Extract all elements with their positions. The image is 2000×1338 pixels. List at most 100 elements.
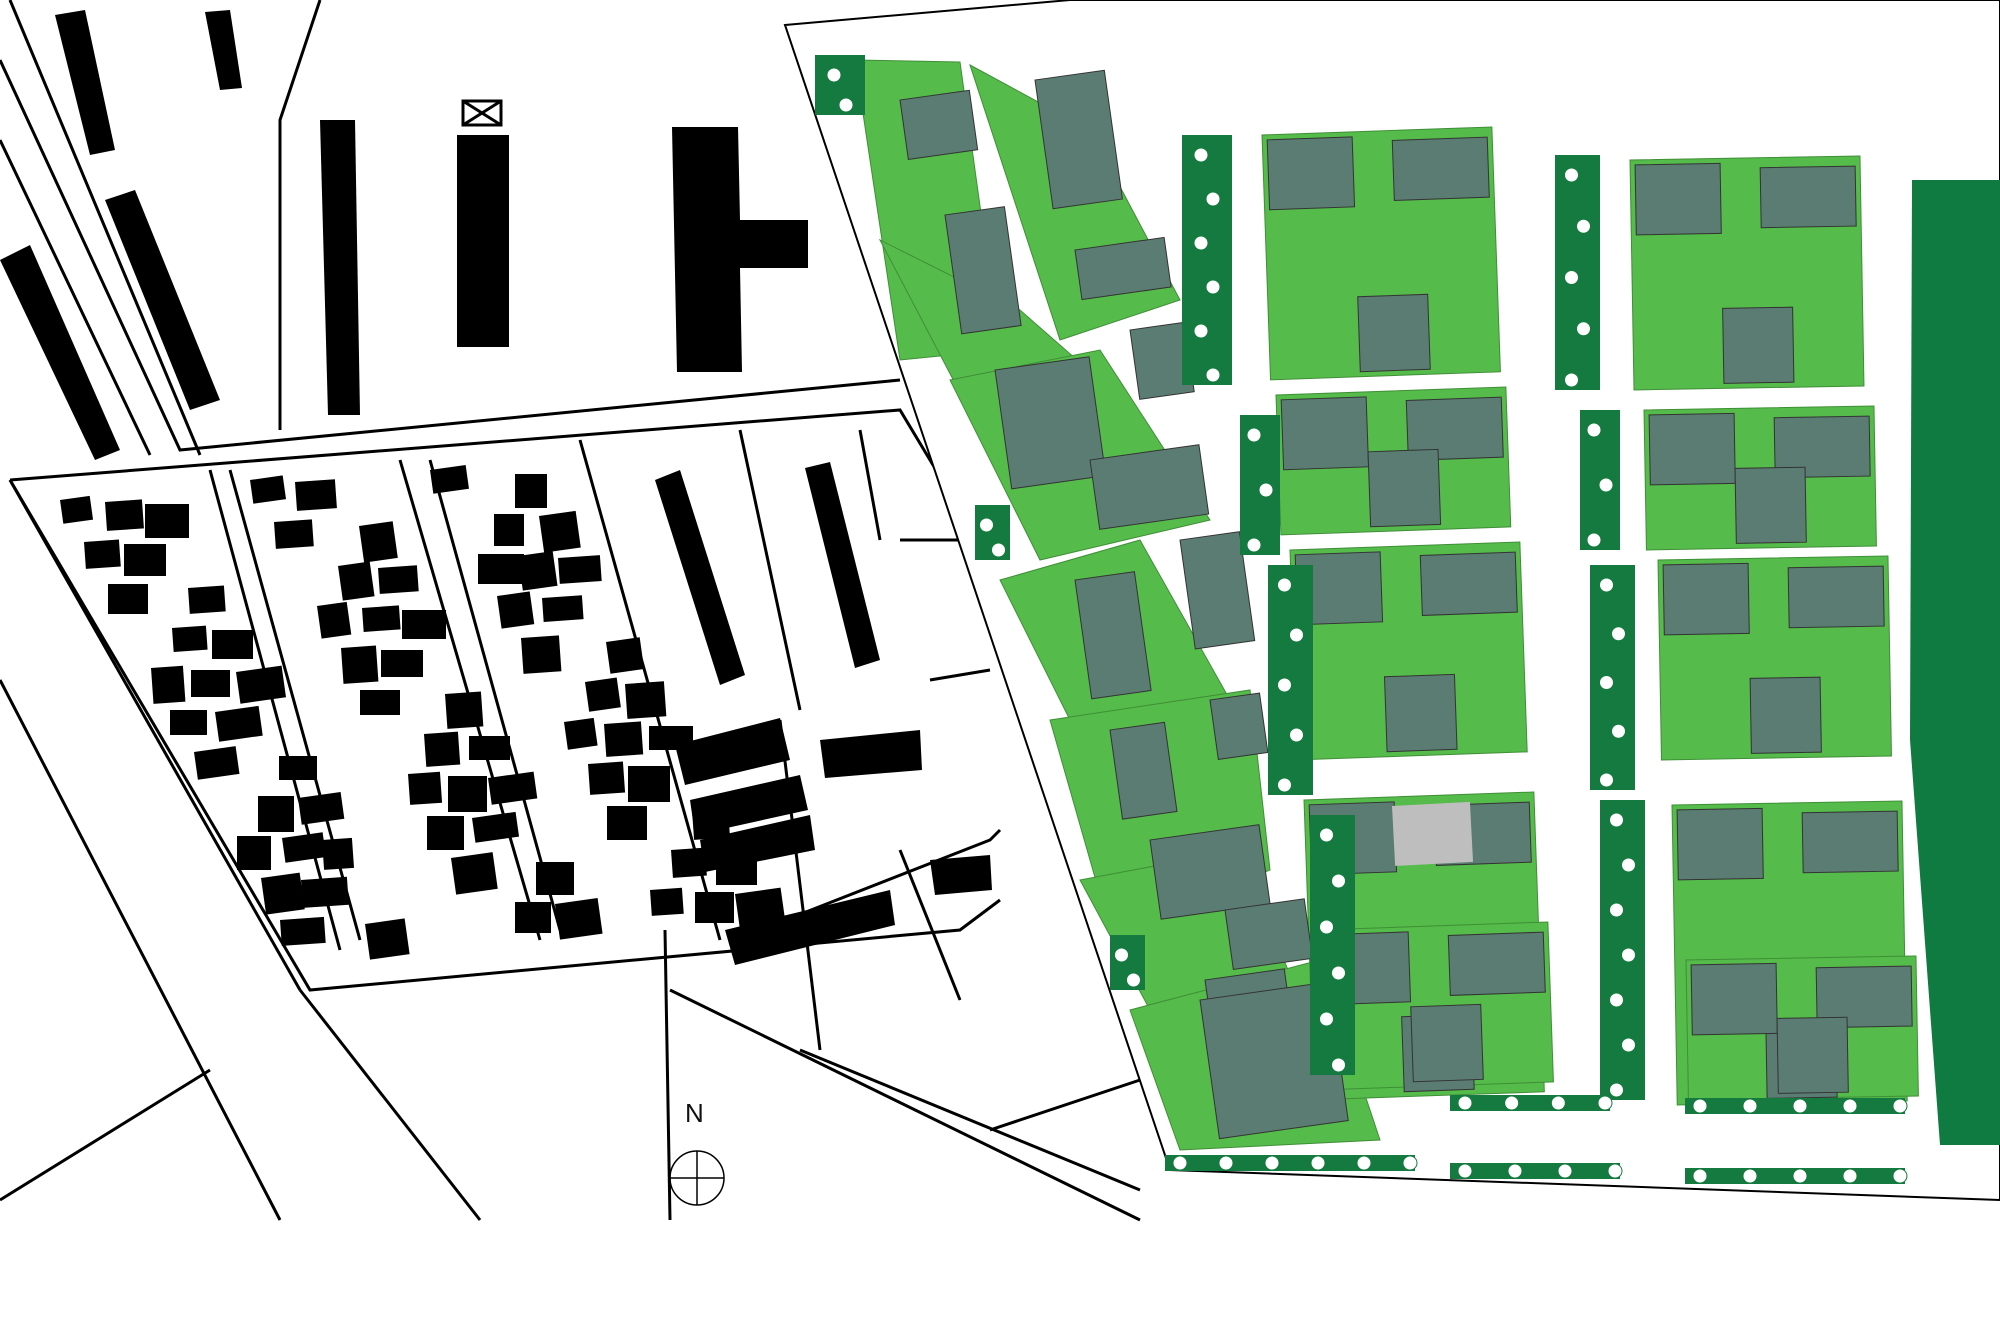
building — [1224, 898, 1314, 970]
building-block — [362, 605, 401, 632]
tree-icon — [1792, 1168, 1808, 1184]
tree-icon — [1205, 279, 1221, 295]
tree-icon — [1609, 992, 1624, 1008]
building-block — [564, 717, 598, 750]
north-compass-icon — [669, 1150, 725, 1206]
tree-icon — [1457, 1095, 1473, 1111]
building-block — [494, 514, 524, 546]
building — [1787, 565, 1885, 629]
building-block — [298, 792, 345, 825]
building-block — [191, 670, 230, 697]
tree-icon — [1126, 972, 1141, 988]
building-block — [172, 625, 208, 652]
building — [1357, 293, 1431, 373]
building-block — [212, 630, 253, 659]
building — [1391, 136, 1490, 201]
building-block — [316, 601, 352, 639]
building — [1074, 571, 1152, 700]
building — [1074, 236, 1172, 301]
building — [1209, 692, 1269, 760]
building-block — [402, 610, 446, 639]
building-block — [279, 916, 326, 946]
tree-icon — [1599, 675, 1614, 690]
tree-icon — [1586, 532, 1602, 548]
building — [1690, 962, 1778, 1036]
building-block — [542, 595, 584, 622]
building-block — [258, 796, 294, 832]
existing-site-plan — [0, 0, 1152, 1222]
tree-icon — [826, 67, 842, 83]
tree-icon — [1742, 1098, 1758, 1114]
building-block — [424, 731, 461, 767]
building-block — [649, 887, 684, 916]
building-block — [515, 474, 547, 508]
tree-icon — [1842, 1098, 1858, 1114]
building — [1722, 306, 1795, 384]
building-block — [282, 832, 327, 863]
tree-icon — [1114, 947, 1129, 963]
tree-icon — [1621, 947, 1636, 963]
tree-icon — [1576, 321, 1591, 337]
tree-icon — [1193, 323, 1209, 339]
building-block — [188, 585, 226, 614]
building — [1266, 136, 1356, 211]
building-block — [83, 539, 121, 569]
tree-icon — [1277, 777, 1292, 793]
building-block — [337, 561, 375, 601]
tree-icon — [1792, 1098, 1808, 1114]
building — [1367, 448, 1442, 528]
tree-icon — [1742, 1168, 1758, 1184]
tree-icon — [1205, 367, 1221, 383]
building — [1634, 162, 1722, 236]
tree-strip — [1450, 1163, 1620, 1179]
tree-icon — [1402, 1155, 1418, 1171]
building-block — [236, 665, 287, 704]
building-block — [472, 811, 520, 843]
tree-icon — [1586, 422, 1602, 438]
buildings-dense-blocks — [60, 464, 786, 960]
tree-icon — [1310, 1155, 1326, 1171]
building — [899, 89, 979, 160]
building — [1749, 676, 1822, 754]
building — [1149, 824, 1271, 920]
tree-icon — [1621, 857, 1636, 873]
tree-icon — [1842, 1168, 1858, 1184]
building-block — [145, 504, 189, 538]
building — [994, 356, 1107, 490]
tree-icon — [1264, 1155, 1280, 1171]
building — [1734, 466, 1807, 544]
building — [1419, 551, 1518, 616]
building — [1815, 965, 1913, 1029]
tree-icon — [1607, 1163, 1623, 1179]
tree-icon — [1172, 1155, 1188, 1171]
building-block — [469, 736, 510, 760]
building-block — [628, 766, 670, 802]
tree-icon — [1504, 1095, 1520, 1111]
tree-icon — [1457, 1163, 1473, 1179]
building-block — [518, 551, 558, 591]
tree-icon — [1611, 723, 1626, 739]
tree-icon — [1331, 873, 1346, 889]
tree-icon — [1193, 147, 1209, 163]
building-block — [448, 776, 487, 812]
building-block — [105, 499, 144, 531]
tree-icon — [1289, 627, 1304, 643]
tree-strip — [1600, 800, 1645, 1100]
tree-icon — [1550, 1095, 1566, 1111]
tree-icon — [1599, 577, 1614, 593]
tree-icon — [1692, 1168, 1708, 1184]
building-block — [358, 521, 398, 563]
building-block — [695, 892, 734, 923]
tree-icon — [1598, 477, 1614, 493]
building — [1648, 412, 1736, 486]
building-block — [588, 761, 626, 795]
building-block — [625, 681, 667, 719]
tree-strip — [1268, 565, 1313, 795]
tree-icon — [1564, 270, 1579, 285]
tree-strip — [1310, 815, 1355, 1075]
building-block — [536, 862, 574, 895]
buildings-north — [0, 10, 808, 460]
building — [1179, 531, 1256, 650]
north-label: N — [685, 1098, 704, 1128]
building-block — [279, 756, 317, 780]
